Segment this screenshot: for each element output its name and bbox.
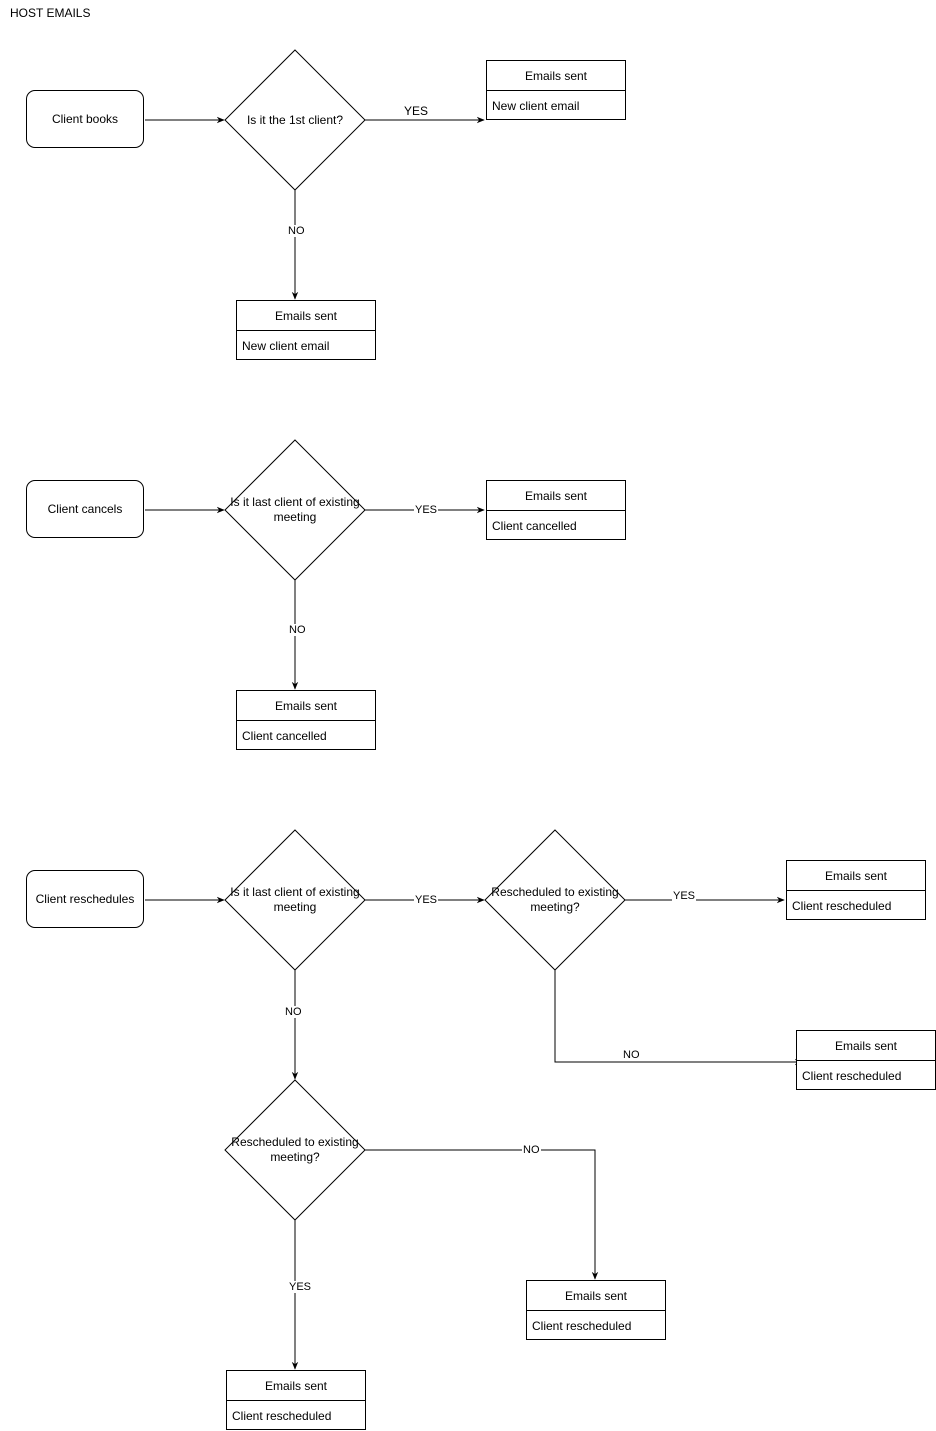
- email-box-item: Client cancelled: [492, 518, 577, 533]
- email-box-item: Client rescheduled: [802, 1068, 902, 1083]
- email-box-item: Client cancelled: [242, 728, 327, 743]
- edge-label-cancels-yes: YES: [414, 504, 439, 516]
- edge-label-reschedules-yes-no: NO: [622, 1049, 641, 1061]
- edge-label-reschedules-no-no: NO: [522, 1144, 541, 1156]
- email-box-header: Emails sent: [227, 1371, 365, 1401]
- edge-reschedules-no-no: [365, 1149, 599, 1280]
- email-box-header: Emails sent: [487, 61, 625, 91]
- edge-label-books-yes: YES: [404, 104, 429, 118]
- email-box-reschedules-no-yes[interactable]: Emails sent Client rescheduled: [226, 1370, 366, 1430]
- decision-reschedules-no-shape: [224, 1079, 366, 1221]
- email-box-header: Emails sent: [237, 691, 375, 721]
- email-box-item: New client email: [242, 338, 330, 353]
- page-title: HOST EMAILS: [10, 6, 91, 20]
- email-box-item: Client rescheduled: [792, 898, 892, 913]
- email-box-item: New client email: [492, 98, 580, 113]
- decision-reschedules-yes-shape: [484, 829, 626, 971]
- start-client-books[interactable]: Client books: [26, 90, 144, 148]
- email-box-header: Emails sent: [527, 1281, 665, 1311]
- email-box-books-no[interactable]: Emails sent New client email: [236, 300, 376, 360]
- start-client-cancels[interactable]: Client cancels: [26, 480, 144, 538]
- email-box-reschedules-yes-no[interactable]: Emails sent Client rescheduled: [796, 1030, 936, 1090]
- edge-label-cancels-no: NO: [288, 624, 307, 636]
- email-box-header: Emails sent: [797, 1031, 935, 1061]
- edge-label-reschedules-no: NO: [284, 1006, 303, 1018]
- decision-reschedules-shape: [224, 829, 366, 971]
- email-box-cancels-yes[interactable]: Emails sent Client cancelled: [486, 480, 626, 540]
- email-box-header: Emails sent: [787, 861, 925, 891]
- email-box-item: Client rescheduled: [532, 1318, 632, 1333]
- email-box-reschedules-yes-yes[interactable]: Emails sent Client rescheduled: [786, 860, 926, 920]
- edge-label-books-no: NO: [287, 225, 306, 237]
- decision-books-shape: [224, 49, 366, 191]
- decision-cancels-shape: [224, 439, 366, 581]
- edge-label-reschedules-no-yes: YES: [288, 1281, 313, 1293]
- edge-reschedules-yes-no: [554, 970, 803, 1066]
- email-box-header: Emails sent: [237, 301, 375, 331]
- email-box-books-yes[interactable]: Emails sent New client email: [486, 60, 626, 120]
- email-box-cancels-no[interactable]: Emails sent Client cancelled: [236, 690, 376, 750]
- edge-label-reschedules-yes: YES: [414, 894, 439, 906]
- email-box-header: Emails sent: [487, 481, 625, 511]
- email-box-item: Client rescheduled: [232, 1408, 332, 1423]
- start-client-reschedules[interactable]: Client reschedules: [26, 870, 144, 928]
- email-box-reschedules-no-no[interactable]: Emails sent Client rescheduled: [526, 1280, 666, 1340]
- edge-label-reschedules-yes-yes: YES: [672, 890, 697, 902]
